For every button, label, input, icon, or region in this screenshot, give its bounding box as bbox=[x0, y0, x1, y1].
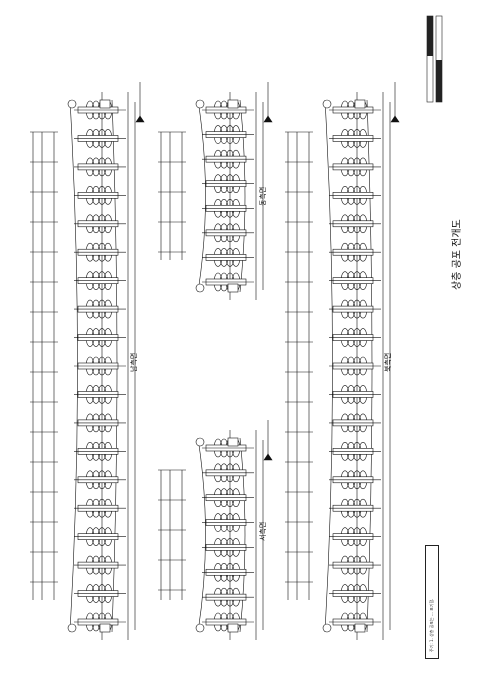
west-elevation-eave-curve bbox=[197, 437, 206, 633]
west-elevation-beam-curve bbox=[239, 437, 246, 633]
sheet-title: 상층 공포 전개도 bbox=[452, 219, 463, 290]
south-elevation-column-cap bbox=[67, 623, 77, 633]
label-east: 동측면 bbox=[259, 186, 267, 206]
east-elevation-column-cap bbox=[195, 283, 205, 293]
south-elevation-column-block bbox=[99, 99, 111, 109]
west-elevation-column-block bbox=[227, 623, 239, 633]
east-elevation-column-cap bbox=[195, 99, 205, 109]
legend-graphic bbox=[426, 15, 443, 103]
notes-text: 주기: 1. 상층 공포는 ... 표기함. bbox=[429, 598, 434, 652]
north-elevation-level-marker bbox=[390, 115, 400, 123]
east-elevation-column-block bbox=[227, 99, 239, 109]
west-elevation-column-cap bbox=[195, 437, 205, 447]
notes-box bbox=[425, 545, 439, 659]
east-elevation-column-block bbox=[227, 283, 239, 293]
south-elevation-column-block bbox=[99, 623, 111, 633]
east-elevation-level-marker bbox=[263, 115, 273, 123]
west-elevation-column-cap bbox=[195, 623, 205, 633]
label-north: 북측면 bbox=[384, 352, 392, 372]
label-south: 남측면 bbox=[130, 352, 138, 372]
north-elevation-column-cap bbox=[322, 99, 332, 109]
east-elevation-beam-curve bbox=[239, 99, 246, 293]
west-elevation-level-marker bbox=[263, 453, 273, 461]
label-west: 서측면 bbox=[259, 521, 267, 541]
north-elevation-column-cap bbox=[322, 623, 332, 633]
east-elevation-eave-curve bbox=[197, 99, 206, 293]
south-elevation-column-cap bbox=[67, 99, 77, 109]
legend-block bbox=[425, 14, 445, 104]
north-elevation-column-block bbox=[354, 623, 366, 633]
west-elevation-column-block bbox=[227, 437, 239, 447]
north-elevation-column-block bbox=[354, 99, 366, 109]
south-elevation-level-marker bbox=[135, 115, 145, 123]
